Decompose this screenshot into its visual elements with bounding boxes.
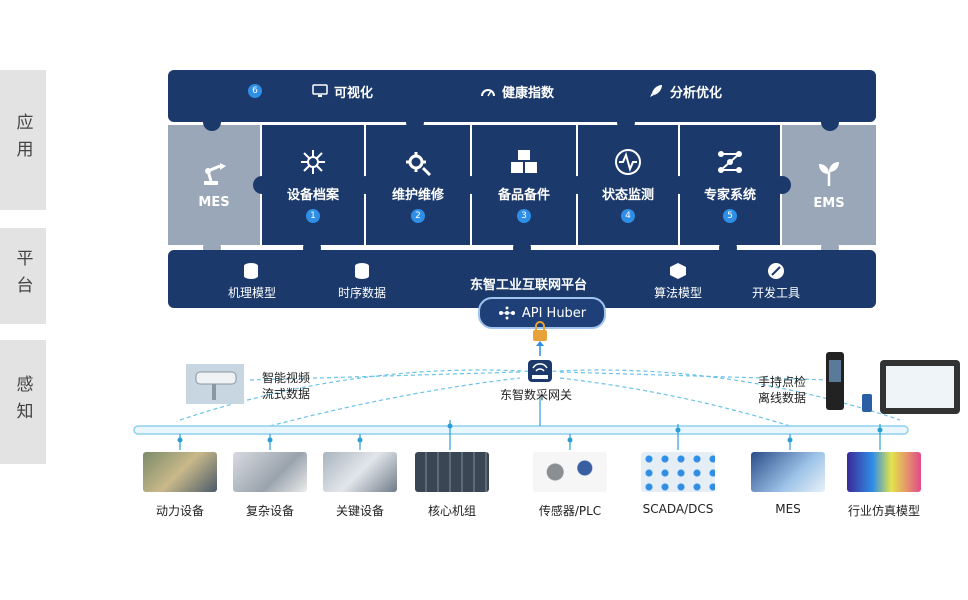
monitor-icon <box>312 84 328 97</box>
pen-icon <box>768 263 784 279</box>
api-huber-button[interactable]: API Huber <box>478 297 606 329</box>
device-sensor-plc[interactable]: 传感器/PLC <box>528 452 612 519</box>
database-gear-icon <box>244 263 258 279</box>
tool-algorithm-model-label: 算法模型 <box>654 286 703 300</box>
left-source-line-1: 智能视频 <box>262 371 311 385</box>
app-analysis-optimization[interactable]: 分析优化 <box>648 80 722 102</box>
app-health-index-label: 健康指数 <box>502 85 555 101</box>
layer-tab-platform: 平台 <box>0 228 46 324</box>
device-power-label: 动力设备 <box>155 504 204 518</box>
layer-label-platform: 平台 <box>12 249 33 303</box>
right-source-line-2: 离线数据 <box>758 391 807 405</box>
sensor-plc-image <box>533 452 607 492</box>
core-unit-image <box>415 452 489 492</box>
module-condition-monitoring-label: 状态监测 <box>601 187 654 203</box>
boxes-icon <box>511 149 537 173</box>
device-simulation[interactable]: 行业仿真模型 <box>842 452 926 519</box>
module-spare-parts[interactable]: 备品备件 3 <box>472 125 576 245</box>
network-hub-icon <box>301 149 325 174</box>
module-expert-system[interactable]: 专家系统 5 <box>680 125 780 245</box>
module-spare-parts-label: 备品备件 <box>497 187 550 203</box>
module-ems[interactable]: EMS <box>782 125 876 245</box>
platform-title: 东智工业互联网平台 <box>470 278 588 293</box>
robot-arm-icon <box>204 162 226 185</box>
left-source-line-2: 流式数据 <box>262 387 311 401</box>
application-band <box>168 70 876 122</box>
simulation-model-image <box>847 452 921 492</box>
api-huber-label: API Huber <box>521 305 587 321</box>
network-icon <box>498 306 515 320</box>
tool-time-series[interactable]: 时序数据 <box>338 262 386 301</box>
device-key-label: 关键设备 <box>335 504 384 518</box>
device-key[interactable]: 关键设备 <box>318 452 402 519</box>
mes-screen-image <box>751 452 825 492</box>
tool-mechanism-model[interactable]: 机理模型 <box>228 262 276 301</box>
database-icon <box>355 263 369 279</box>
module-equipment-archive[interactable]: 设备档案 1 <box>262 125 364 245</box>
module-expert-system-number: 5 <box>723 208 737 223</box>
complex-equipment-image <box>233 452 307 492</box>
device-core-unit-label: 核心机组 <box>427 504 476 518</box>
layer-tab-perception: 感知 <box>0 340 46 464</box>
tool-time-series-label: 时序数据 <box>338 286 387 300</box>
module-expert-system-label: 专家系统 <box>703 187 756 203</box>
device-sensor-plc-label: 传感器/PLC <box>538 504 602 518</box>
app-visualization-label: 可视化 <box>334 85 374 101</box>
left-source-label: 智能视频 流式数据 <box>262 370 310 402</box>
device-scada-dcs[interactable]: SCADA/DCS <box>636 452 720 516</box>
module-maintenance-number: 2 <box>411 208 425 223</box>
module-equipment-archive-label: 设备档案 <box>286 187 339 203</box>
key-equipment-image <box>323 452 397 492</box>
device-complex[interactable]: 复杂设备 <box>228 452 312 519</box>
tool-dev-tools[interactable]: 开发工具 <box>752 262 800 301</box>
module-condition-monitoring-number: 4 <box>621 208 635 223</box>
layer-tab-application: 应用 <box>0 70 46 210</box>
tool-dev-tools-label: 开发工具 <box>752 286 801 300</box>
right-source-line-1: 手持点检 <box>758 375 807 389</box>
sensor-icon <box>862 394 872 412</box>
module-mes-label: MES <box>198 194 230 210</box>
right-source-label: 手持点检 离线数据 <box>758 374 806 406</box>
tool-algorithm-model[interactable]: 算法模型 <box>654 262 702 301</box>
app-visualization[interactable]: 可视化 <box>312 80 373 102</box>
gear-wrench-icon <box>406 151 432 176</box>
gauge-icon <box>481 89 495 97</box>
device-power[interactable]: 动力设备 <box>138 452 222 519</box>
module-maintenance-label: 维护维修 <box>391 187 444 203</box>
sprout-icon <box>819 161 839 186</box>
application-badge: 6 <box>248 84 262 98</box>
module-condition-monitoring[interactable]: 状态监测 4 <box>578 125 678 245</box>
graph-nodes-icon <box>718 150 742 173</box>
pulse-monitor-icon <box>615 148 641 175</box>
cube-icon <box>670 263 686 279</box>
device-mes-label: MES <box>775 502 801 516</box>
scada-dcs-image <box>641 452 715 492</box>
app-analysis-optimization-label: 分析优化 <box>670 85 723 101</box>
module-ems-label: EMS <box>813 195 845 211</box>
device-simulation-label: 行业仿真模型 <box>847 504 920 518</box>
layer-label-application: 应用 <box>12 113 33 167</box>
device-core-unit[interactable]: 核心机组 <box>410 452 494 519</box>
rocket-icon <box>650 85 662 97</box>
power-equipment-image <box>143 452 217 492</box>
gateway-label: 东智数采网关 <box>500 388 573 402</box>
app-health-index[interactable]: 健康指数 <box>480 80 554 102</box>
tool-mechanism-model-label: 机理模型 <box>228 286 277 300</box>
module-maintenance[interactable]: 维护维修 2 <box>366 125 470 245</box>
device-scada-dcs-label: SCADA/DCS <box>642 502 714 516</box>
lock-icon <box>533 330 547 341</box>
layer-label-perception: 感知 <box>12 375 33 429</box>
module-mes[interactable]: MES <box>168 125 260 245</box>
device-complex-label: 复杂设备 <box>245 504 294 518</box>
module-equipment-archive-number: 1 <box>306 208 320 223</box>
module-spare-parts-number: 3 <box>517 208 531 223</box>
device-mes[interactable]: MES <box>746 452 830 516</box>
